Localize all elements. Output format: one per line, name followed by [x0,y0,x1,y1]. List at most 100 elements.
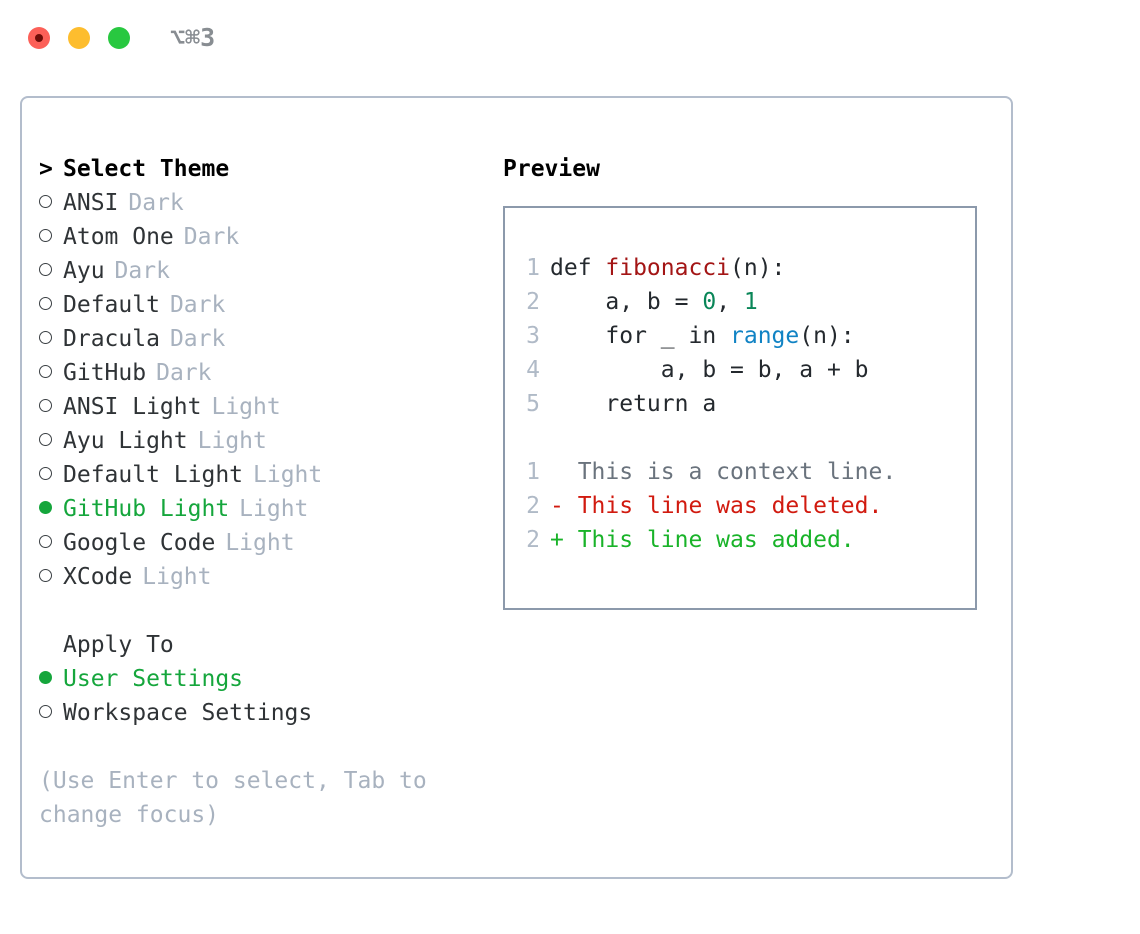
close-icon [35,34,43,42]
radio-unselected-icon[interactable] [39,322,63,356]
radio-unselected-icon[interactable] [39,220,63,254]
theme-name: Dracula [63,326,160,352]
theme-variant-badge: Light [197,428,267,454]
theme-variant-badge: Light [142,564,212,590]
radio-unselected-icon[interactable] [39,696,63,730]
theme-name: Ayu Light [63,428,188,454]
code-token-builtin: range [730,323,800,349]
apply-to-option[interactable]: Workspace Settings [39,696,489,730]
theme-list-item[interactable]: GitHub Light Light [39,492,489,526]
radio-dot [39,501,52,514]
minimize-window-button[interactable] [68,27,90,49]
radio-unselected-icon[interactable] [39,288,63,322]
code-line: 5 return a [518,387,896,421]
preview-title: Preview [503,156,600,182]
code-token-plain: a, b = [550,289,703,315]
radio-unselected-icon[interactable] [39,424,63,458]
theme-name: ANSI [63,190,119,216]
title-bar: ⌥⌘3 [0,0,1140,76]
line-number: 1 [526,255,540,281]
radio-dot [39,467,52,480]
maximize-window-button[interactable] [108,27,130,49]
code-token-plain: , [716,289,744,315]
line-number: 4 [526,357,540,383]
theme-name: XCode [63,564,133,590]
diff-text: This line was added. [577,527,855,553]
theme-list-item[interactable]: Ayu Dark [39,254,489,288]
theme-name: Google Code [63,530,216,556]
radio-dot [39,569,52,582]
radio-dot [39,433,52,446]
theme-list-item[interactable]: Default Light Light [39,458,489,492]
theme-list-item[interactable]: Dracula Dark [39,322,489,356]
theme-variant-badge: Light [225,530,295,556]
radio-dot [39,229,52,242]
theme-name: Default Light [63,462,244,488]
theme-variant-badge: Dark [169,326,226,352]
radio-unselected-icon[interactable] [39,390,63,424]
theme-variant-badge: Dark [183,224,240,250]
theme-list-item[interactable]: Atom One Dark [39,220,489,254]
radio-unselected-icon[interactable] [39,254,63,288]
radio-unselected-icon[interactable] [39,186,63,220]
preview-separator [518,421,896,455]
theme-list-item[interactable]: GitHub Dark [39,356,489,390]
theme-name: GitHub [63,360,147,386]
code-token-plain: (n): [730,255,786,281]
apply-to-option[interactable]: User Settings [39,662,489,696]
code-token-plain: return a [550,391,717,417]
select-theme-label: Select Theme [63,156,230,182]
line-number: 2 [526,527,540,553]
radio-selected-icon[interactable] [39,662,63,696]
line-number: 2 [526,289,540,315]
diff-line-context: 1 This is a context line. [518,455,896,489]
code-line: 3 for _ in range(n): [518,319,896,353]
apply-to-header: Apply To [63,632,174,658]
line-number: 2 [526,493,540,519]
theme-name: GitHub Light [63,496,230,522]
select-theme-header: > Select Theme [39,152,489,186]
theme-name: Ayu [63,258,105,284]
theme-variant-badge: Dark [156,360,212,386]
radio-unselected-icon[interactable] [39,560,63,594]
theme-list-item[interactable]: Google Code Light [39,526,489,560]
radio-unselected-icon[interactable] [39,356,63,390]
radio-dot [39,705,52,718]
radio-unselected-icon[interactable] [39,526,63,560]
code-token-number: 1 [743,289,758,315]
code-token-plain: a, b = b, a + b [550,357,869,383]
radio-dot [39,399,52,412]
radio-unselected-icon[interactable] [39,458,63,492]
radio-dot [39,671,52,684]
radio-selected-icon[interactable] [39,492,63,526]
theme-list-item[interactable]: XCode Light [39,560,489,594]
radio-dot [39,195,52,208]
radio-dot [39,535,52,548]
theme-list-item[interactable]: Ayu Light Light [39,424,489,458]
radio-dot [39,297,52,310]
theme-variant-badge: Light [253,462,323,488]
code-token-plain: for _ in [550,323,731,349]
theme-name: Atom One [63,224,174,250]
radio-dot [39,263,52,276]
radio-dot [39,331,52,344]
diff-marker [550,459,578,485]
caret-icon: > [39,156,53,182]
theme-variant-badge: Light [239,496,309,522]
theme-variant-badge: Dark [114,258,170,284]
keyboard-hint: (Use Enter to select, Tab to change focu… [39,768,427,828]
diff-line-added: 2+ This line was added. [518,523,896,557]
code-line: 2 a, b = 0, 1 [518,285,896,319]
apply-to-label: User Settings [63,666,244,692]
code-token-number: 0 [702,289,717,315]
theme-variant-badge: Light [211,394,281,420]
